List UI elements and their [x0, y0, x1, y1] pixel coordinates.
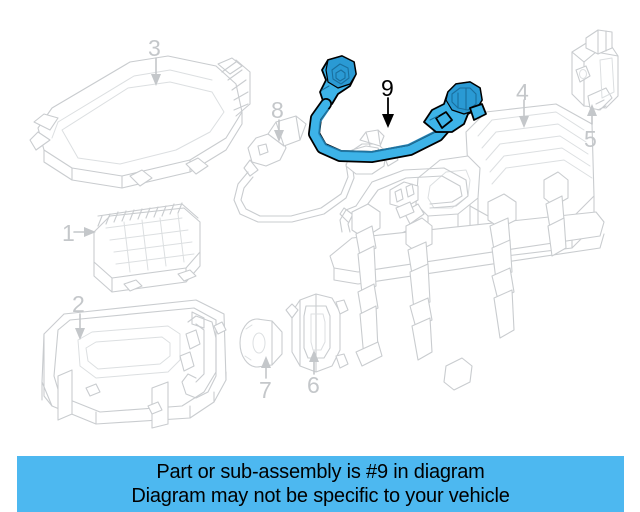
- callout-leaders: [73, 57, 597, 379]
- banner-line-part-number: Part or sub-assembly is #9 in diagram: [156, 461, 485, 483]
- part-7-distributor-rotor: [239, 318, 283, 368]
- callout-label-7: 7: [259, 377, 272, 403]
- callout-label-9: 9: [381, 75, 394, 101]
- banner-line-fitment-note: Diagram may not be specific to your vehi…: [131, 485, 510, 507]
- part-5-ignition-control-module: [571, 29, 619, 111]
- callout-label-2: 2: [72, 291, 85, 317]
- callout-label-5: 5: [584, 126, 597, 152]
- part-4-ignition-coil-pack-assembly: [329, 103, 605, 391]
- part-2-battery-tray: [41, 299, 227, 429]
- spark-plug-boots: [339, 171, 569, 367]
- callout-label-8: 8: [271, 97, 284, 123]
- callout-label-1: 1: [62, 220, 75, 246]
- callout-numbers: 3 1 2 7 6 8 4 5 9: [62, 35, 597, 403]
- callout-label-3: 3: [148, 35, 161, 61]
- part-9-oxygen-sensor-highlighted: [308, 55, 487, 163]
- disclaimer-banner: Part or sub-assembly is #9 in diagram Di…: [17, 456, 624, 512]
- part-1-relay-fuse-box: [93, 202, 201, 293]
- callout-label-6: 6: [307, 372, 320, 398]
- part-3-engine-control-module-cover: [29, 55, 251, 189]
- callout-label-4: 4: [516, 79, 529, 105]
